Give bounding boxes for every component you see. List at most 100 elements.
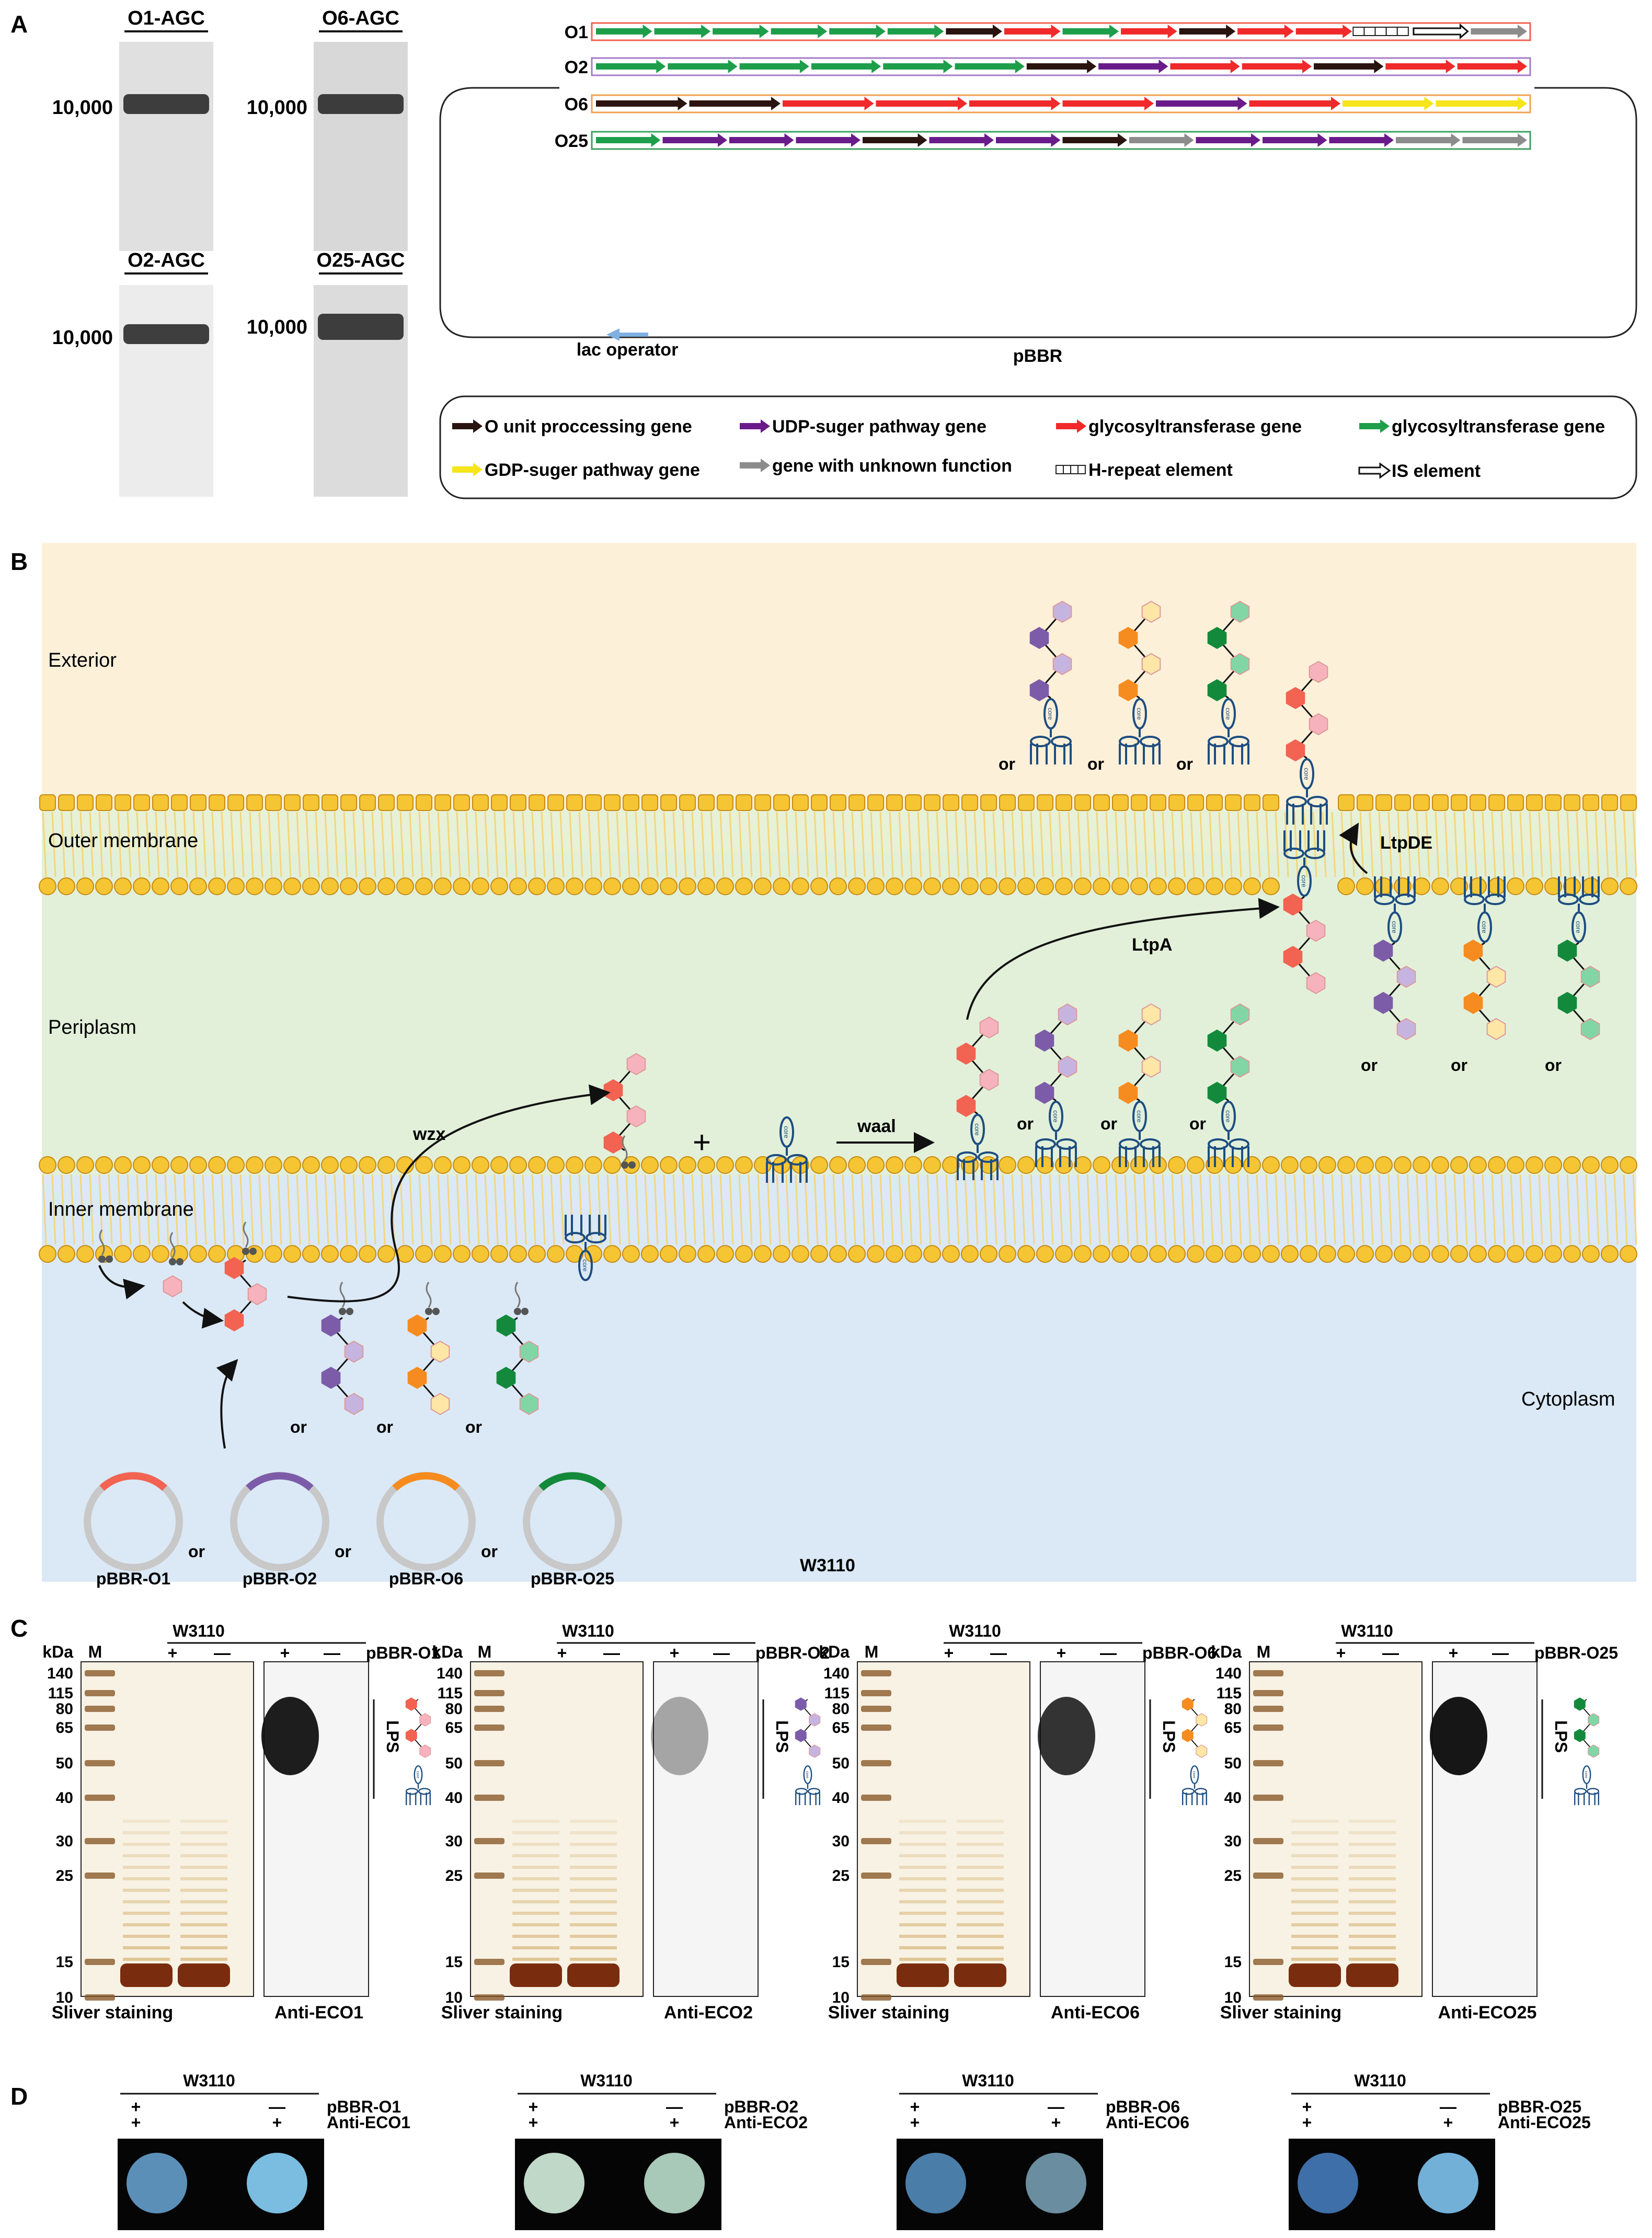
ladder-band (1253, 1690, 1283, 1696)
lps-ladder-band (512, 1889, 559, 1892)
hexagon-sugar-icon (1196, 1713, 1208, 1727)
hexagon-sugar-icon (1052, 600, 1072, 623)
ladder-tick: 140 (47, 1665, 73, 1682)
or-label: or (1176, 755, 1193, 773)
cytoplasm-region (42, 1175, 1636, 1582)
plasmid-ring-icon (376, 1472, 476, 1571)
gene-arrow-icon (1242, 60, 1312, 73)
lps-ladder-band (570, 1866, 617, 1869)
lps-ladder-band (512, 1958, 559, 1961)
plasmid-ring-icon (523, 1472, 622, 1571)
antibody-label: Anti-ECO25 (1438, 2003, 1537, 2023)
region-outer-membrane: Outer membrane (48, 830, 198, 852)
lps-ladder-band (570, 1935, 617, 1938)
hexagon-sugar-icon (1230, 600, 1250, 623)
gene-arrow-icon (1249, 97, 1340, 110)
agglutinated-drop (524, 2153, 584, 2213)
or-label: or (188, 1542, 205, 1561)
lps-ladder-band (1349, 1900, 1396, 1903)
cluster-O2: O2 (565, 57, 1531, 77)
gel-band (318, 94, 404, 114)
gene-arrow-icon (596, 60, 666, 73)
lps-ladder-band (180, 1889, 227, 1892)
core-label: core (1303, 768, 1310, 780)
ladder-band (1253, 1670, 1283, 1676)
gene-arrow-icon (740, 459, 770, 472)
antibody-label: Anti-ECO6 (1051, 2003, 1140, 2023)
gene-arrow-icon (1396, 133, 1461, 147)
marker-lane-label: M (865, 1642, 879, 1661)
lps-ladder-band (512, 1900, 559, 1903)
marker-size: 10,000 (52, 327, 113, 349)
hexagon-sugar-icon (430, 1340, 450, 1363)
gene-arrow-icon (1121, 25, 1177, 38)
lps-ladder-band (1291, 1946, 1338, 1949)
sign: + (272, 2113, 282, 2132)
ladder-tick: 30 (832, 1833, 850, 1850)
legend-label: UDP-suger pathway gene (772, 417, 986, 437)
ladder-band (85, 1795, 115, 1801)
ladder-tick: 30 (56, 1833, 73, 1850)
kda-label: kDa (1211, 1642, 1242, 1661)
lane-sign: + (1057, 1643, 1066, 1662)
lps-ladder-band (180, 1843, 227, 1846)
lps-signal (1430, 1697, 1487, 1775)
lps-ladder-band (180, 1900, 227, 1903)
hexagon-sugar-icon (1141, 1055, 1161, 1078)
hexagon-sugar-icon (1230, 1055, 1250, 1078)
hexagon-sugar-icon (224, 1309, 244, 1332)
ladder-band (85, 1994, 115, 2001)
lane-sign: + (557, 1643, 567, 1662)
gene-arrow-icon (1129, 133, 1194, 147)
hexagon-sugar-icon (1557, 939, 1577, 962)
lps-ladder-band (180, 1866, 227, 1869)
enzyme-wzx: wzx (412, 1124, 445, 1144)
panel-b-letter: B (10, 548, 28, 575)
hexagon-sugar-icon (407, 1366, 427, 1389)
gene-arrow-icon (829, 25, 886, 38)
sign: + (1302, 2097, 1312, 2116)
silver-stained-gel (81, 1661, 254, 1997)
lps-ladder-band (512, 1843, 559, 1846)
lps-core-icon: core (1558, 876, 1600, 943)
ladder-band (474, 1760, 504, 1766)
strain-label: W3110 (962, 2071, 1014, 2090)
gene-arrow-icon (996, 133, 1061, 147)
lps-ladder-band (123, 1843, 170, 1846)
lps-ladder-band (570, 1877, 617, 1880)
ladder-tick: 15 (445, 1954, 463, 1971)
lps-ladder-band (1349, 1866, 1396, 1869)
sign: — (1048, 2097, 1064, 2116)
gel-band (318, 314, 404, 340)
gel-band (123, 94, 209, 114)
wzx-arrow (287, 1084, 611, 1303)
hexagon-sugar-icon (419, 1744, 431, 1758)
lps-ladder-band (899, 1923, 946, 1926)
core-label: core (805, 1771, 810, 1778)
ladder-tick: 40 (445, 1789, 463, 1807)
legend-label: O unit proccessing gene (485, 417, 692, 437)
core-label: core (1391, 921, 1398, 933)
lps-ladder-band (1349, 1958, 1396, 1961)
lps-ladder-band (180, 1820, 227, 1823)
hexagon-sugar-icon (1207, 679, 1227, 702)
lps-ladder-band (899, 1831, 946, 1834)
panel-d: D W3110+—++pBBR-O1Anti-ECO1W3110+—++pBBR… (10, 2071, 1591, 2230)
legend-label: glycosyltransferase gene (1392, 417, 1605, 437)
gene-arrow-icon (1170, 60, 1240, 73)
lps-ladder-band (1291, 1923, 1338, 1926)
gene-legend: O unit proccessing gene UDP-suger pathway… (452, 417, 1605, 481)
lps-core-icon: core (1208, 698, 1249, 764)
gene-arrow-icon (596, 25, 652, 38)
sign: + (1051, 2113, 1061, 2132)
hexagon-sugar-icon (224, 1257, 244, 1280)
cluster-label: O25 (555, 131, 588, 151)
lps-signal (1038, 1697, 1095, 1775)
western-blot (653, 1661, 759, 1997)
lps-ladder-band (570, 1843, 617, 1846)
ladder-band (85, 1670, 115, 1676)
or-label: or (290, 1418, 307, 1436)
